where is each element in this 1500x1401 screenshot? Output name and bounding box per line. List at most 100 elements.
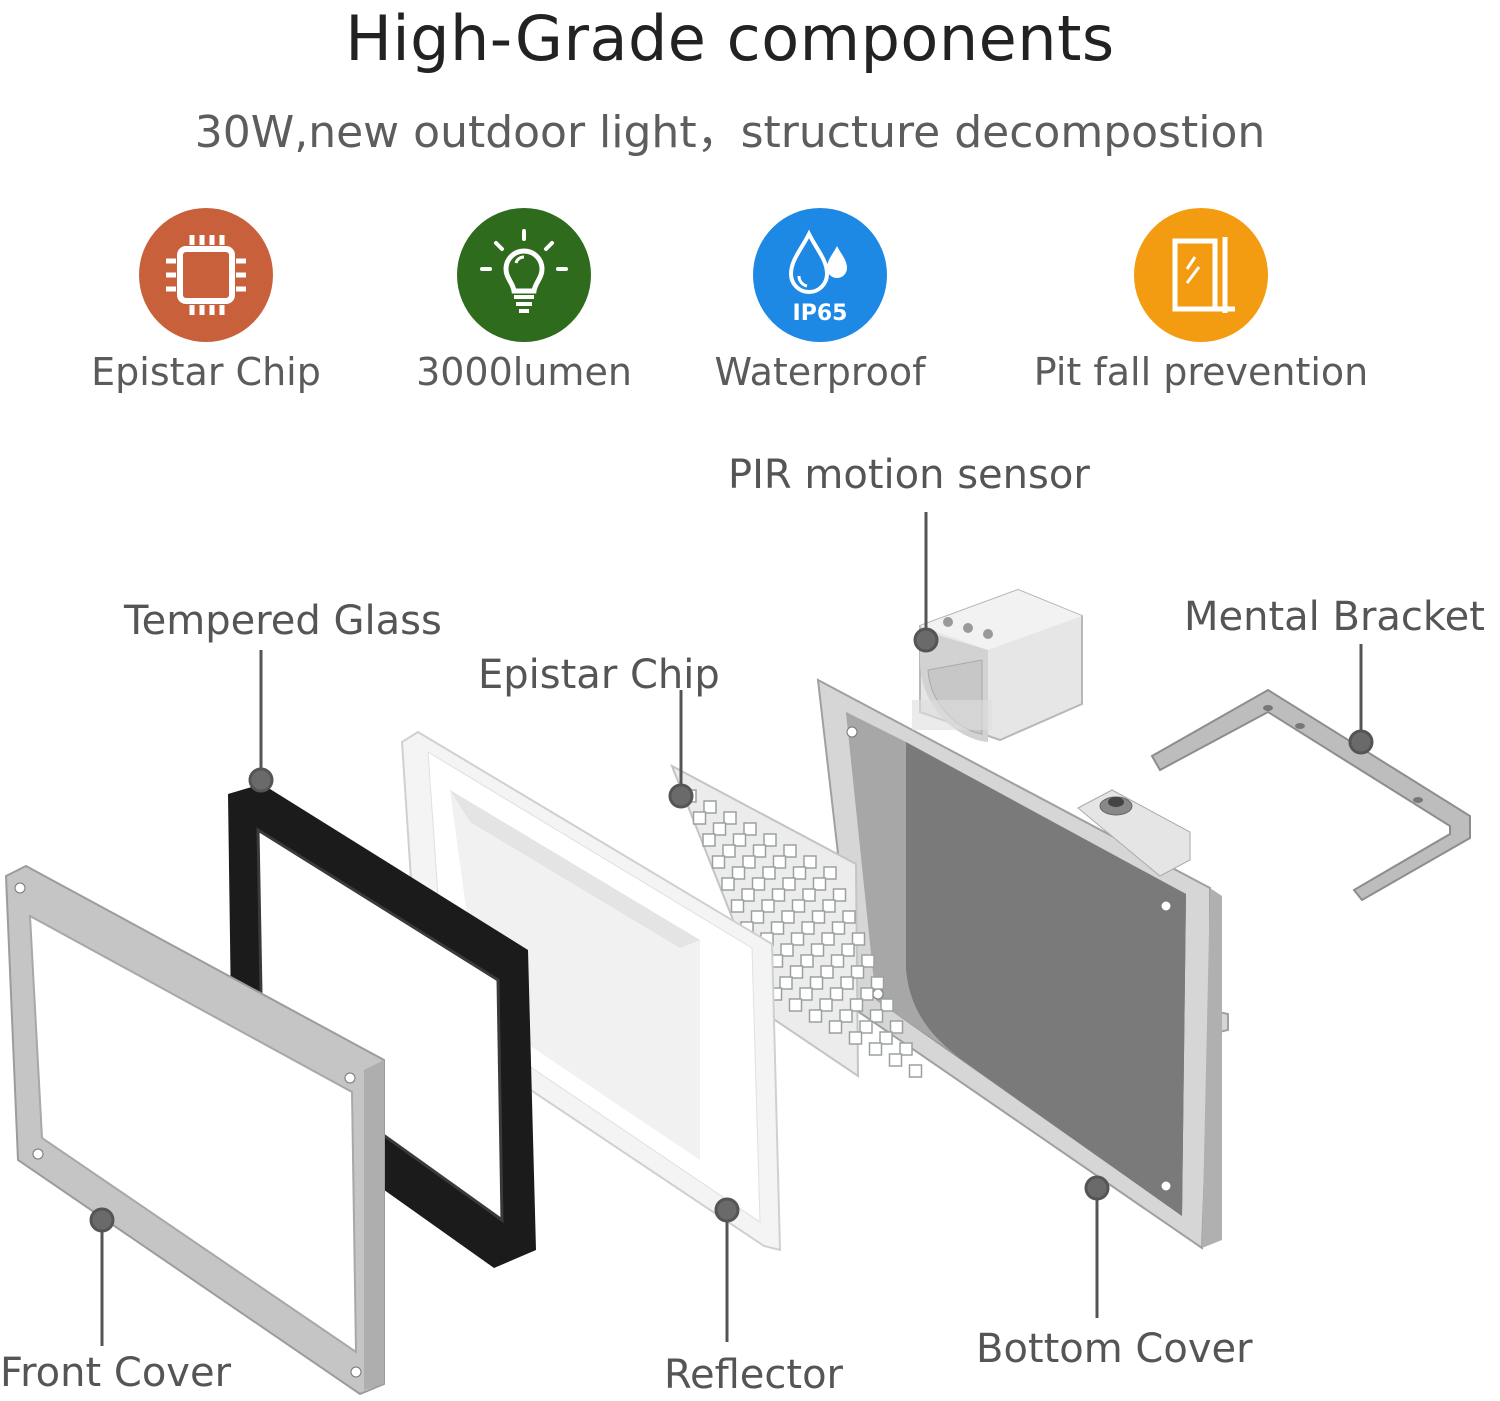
led-chip bbox=[783, 844, 797, 858]
led-chip bbox=[819, 998, 833, 1012]
led-chip bbox=[789, 965, 804, 979]
led-chip bbox=[851, 932, 866, 946]
led-chip bbox=[841, 943, 855, 957]
led-chip bbox=[811, 910, 826, 924]
led-chip bbox=[772, 855, 787, 869]
led-chip bbox=[839, 1009, 853, 1023]
callout-dot bbox=[668, 783, 694, 809]
page-subtitle: 30W,new outdoor light，structure decompos… bbox=[194, 107, 1266, 158]
led-chip bbox=[712, 822, 727, 836]
feature-pit-fall: Pit fall prevention bbox=[1031, 208, 1371, 394]
led-chip bbox=[801, 921, 815, 935]
led-chip bbox=[741, 888, 755, 902]
led-chip bbox=[849, 998, 864, 1012]
chip-icon bbox=[139, 208, 273, 342]
callout-dot bbox=[1084, 1175, 1110, 1201]
callout-dot bbox=[714, 1197, 740, 1223]
label-reflector: Reflector bbox=[664, 1352, 844, 1398]
led-chip bbox=[848, 1031, 863, 1045]
callout-dot bbox=[1348, 729, 1374, 755]
led-chip bbox=[782, 877, 796, 891]
led-chip bbox=[842, 910, 856, 924]
light-bulb-icon bbox=[457, 208, 591, 342]
feature-label: Pit fall prevention bbox=[1033, 350, 1369, 394]
led-chip bbox=[859, 1020, 873, 1034]
led-chip bbox=[730, 899, 745, 913]
led-chip bbox=[860, 987, 874, 1001]
led-chip bbox=[792, 866, 807, 880]
led-chip bbox=[721, 877, 735, 891]
feature-epistar-chip: Epistar Chip bbox=[36, 208, 376, 394]
led-chip bbox=[731, 866, 746, 880]
led-chip bbox=[692, 811, 707, 825]
feature-lumen: 3000lumen bbox=[354, 208, 694, 394]
led-chip bbox=[802, 888, 816, 902]
reflector bbox=[400, 730, 782, 1252]
led-chip bbox=[869, 1009, 884, 1023]
led-chip bbox=[750, 910, 765, 924]
water-drop-icon: IP65 bbox=[753, 208, 887, 342]
page-title: High-Grade components bbox=[345, 2, 1115, 75]
ip65-badge-text: IP65 bbox=[793, 301, 848, 326]
feature-label: Epistar Chip bbox=[91, 350, 321, 394]
led-chip bbox=[831, 921, 846, 935]
led-chip bbox=[868, 1042, 883, 1056]
led-chip bbox=[908, 1064, 923, 1078]
bottom-cover bbox=[816, 678, 1229, 1250]
led-chip bbox=[830, 954, 845, 968]
led-chip bbox=[832, 888, 847, 902]
led-chip bbox=[828, 1020, 843, 1034]
label-bottom-cover: Bottom Cover bbox=[976, 1326, 1253, 1372]
led-chip bbox=[812, 877, 827, 891]
led-chip bbox=[820, 965, 834, 979]
led-chip bbox=[861, 954, 875, 968]
label-metal-bracket: Mental Bracket bbox=[1184, 594, 1485, 640]
led-chip bbox=[799, 987, 813, 1001]
led-chip bbox=[803, 855, 817, 869]
led-chip bbox=[742, 855, 756, 869]
led-chip bbox=[822, 899, 836, 913]
label-front-cover: Front Cover bbox=[0, 1350, 232, 1396]
led-chip bbox=[743, 822, 757, 836]
callout-dot bbox=[89, 1207, 115, 1233]
led-chip bbox=[790, 932, 805, 946]
feature-label: Waterproof bbox=[714, 350, 926, 394]
led-chip bbox=[791, 899, 806, 913]
led-chip bbox=[780, 943, 794, 957]
led-chip bbox=[723, 811, 737, 825]
led-chip bbox=[821, 932, 835, 946]
pir-sensor-module bbox=[912, 588, 1083, 742]
led-chip bbox=[781, 910, 795, 924]
led-chip bbox=[870, 976, 885, 990]
led-chip bbox=[880, 998, 894, 1012]
led-chip bbox=[809, 976, 824, 990]
led-chip bbox=[889, 1020, 904, 1034]
led-chip bbox=[762, 866, 776, 880]
callout-dot bbox=[913, 627, 939, 653]
led-chip bbox=[752, 844, 767, 858]
led-chip bbox=[808, 1009, 823, 1023]
led-chip-board bbox=[670, 763, 923, 1078]
led-chip bbox=[829, 987, 844, 1001]
led-chip bbox=[899, 1042, 913, 1056]
led-chip bbox=[800, 954, 814, 968]
led-chip bbox=[763, 833, 777, 847]
label-pir-motion-sensor: PIR motion sensor bbox=[728, 452, 1090, 498]
callout-dot bbox=[248, 767, 274, 793]
led-chip bbox=[840, 976, 854, 990]
led-chip bbox=[850, 965, 865, 979]
led-chip bbox=[810, 943, 825, 957]
led-chip bbox=[770, 921, 785, 935]
led-chip bbox=[703, 800, 717, 814]
led-chip bbox=[771, 888, 786, 902]
feature-waterproof: IP65 Waterproof bbox=[650, 208, 990, 394]
led-chip bbox=[751, 877, 766, 891]
led-chip bbox=[711, 855, 726, 869]
led-chip bbox=[823, 866, 837, 880]
callouts bbox=[89, 512, 1374, 1346]
glass-panel-icon bbox=[1134, 208, 1268, 342]
metal-bracket bbox=[1150, 688, 1471, 902]
front-cover bbox=[4, 864, 385, 1396]
led-chip bbox=[761, 899, 775, 913]
